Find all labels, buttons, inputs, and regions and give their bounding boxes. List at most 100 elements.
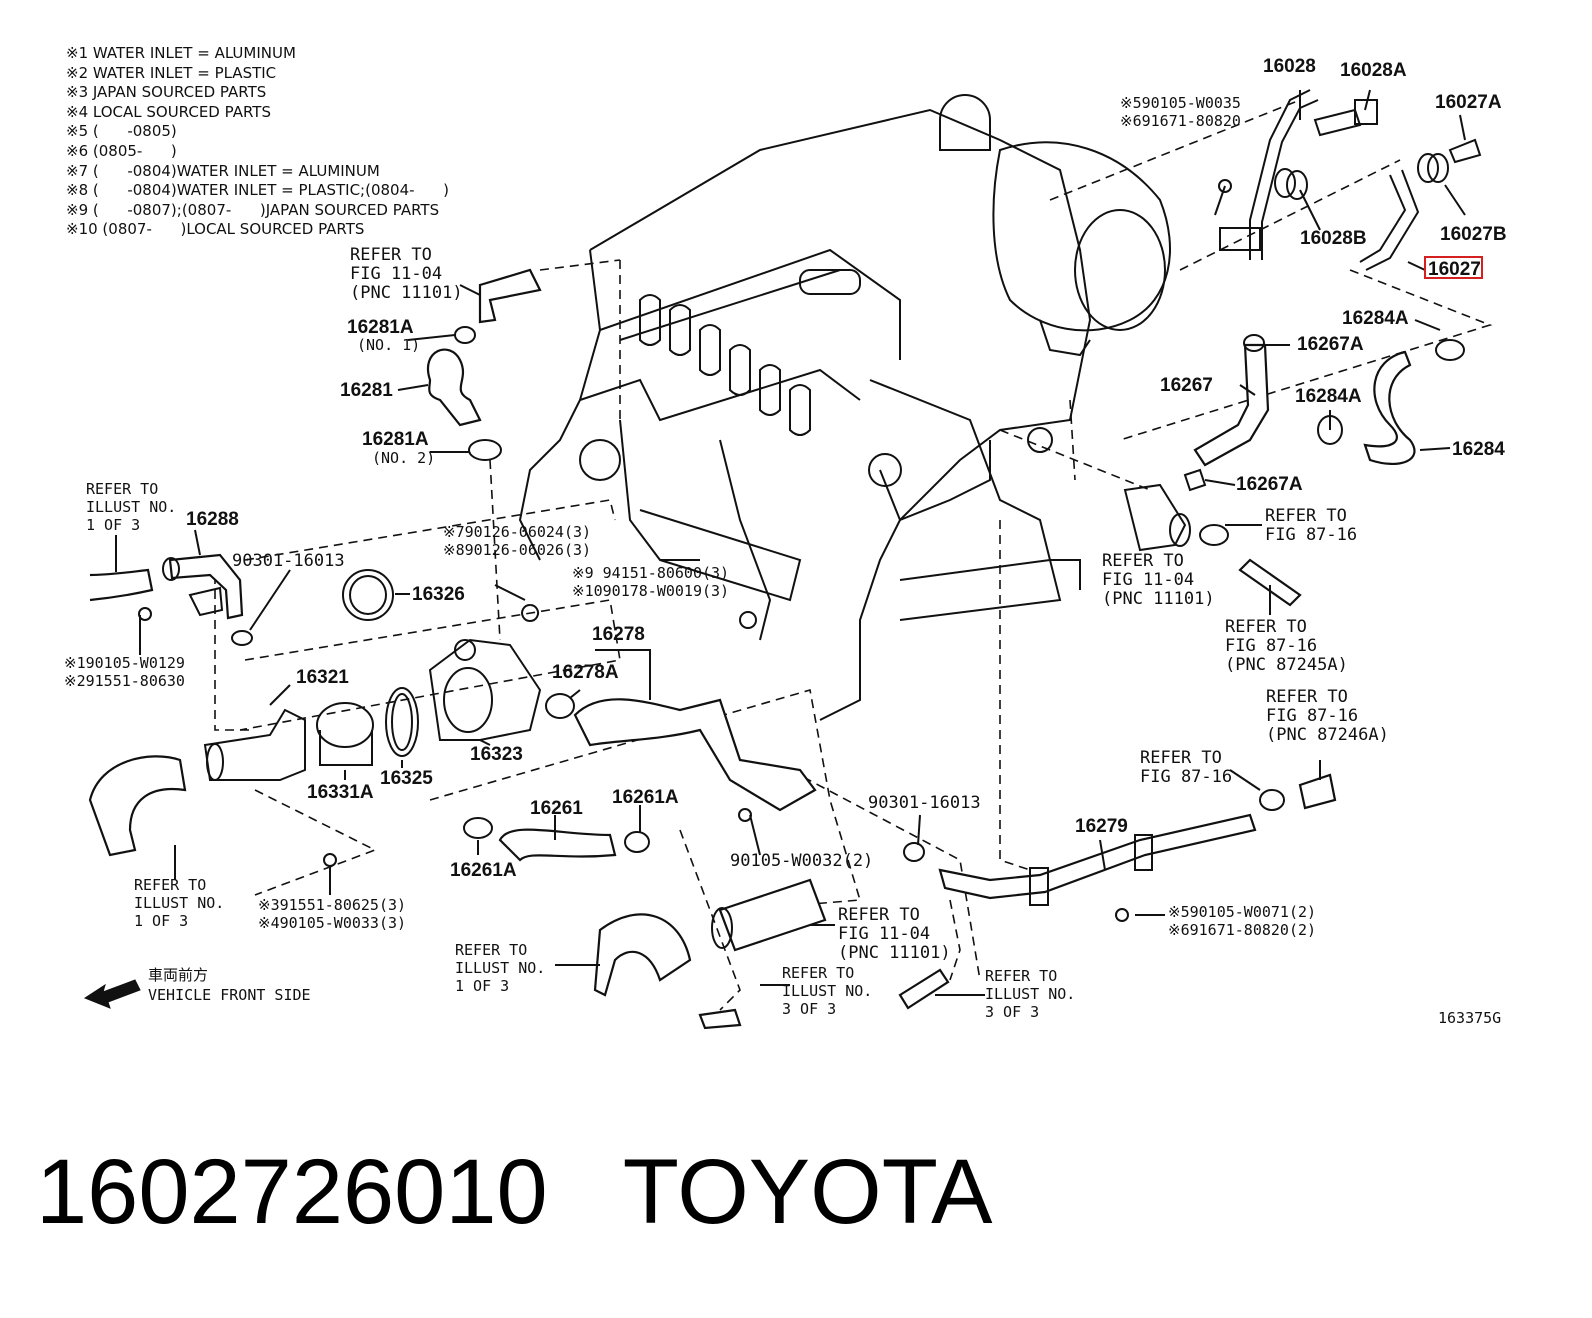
label-16284A: 16284A (1342, 308, 1409, 329)
refer-note: REFER TO (86, 480, 158, 498)
refer-note: FIG 11-04 (350, 264, 442, 284)
ref-code: ※590105-W0035 (1120, 94, 1241, 112)
label-16281: 16281 (340, 380, 393, 401)
refer-note: (PNC 11101) (350, 283, 463, 303)
brand-name: TOYOTA (622, 1141, 993, 1243)
label-16267A: 16267A (1236, 474, 1303, 495)
ref-code: ※490105-W0033(3) (258, 914, 406, 932)
refer-note: (PNC 87245A) (1225, 655, 1348, 675)
legend-line: ※2 WATER INLET = PLASTIC (66, 63, 277, 82)
label-16281A: 16281A (362, 429, 429, 450)
refer-note: (PNC 87246A) (1266, 725, 1389, 745)
label-16027B: 16027B (1440, 224, 1507, 245)
front-label-en: VEHICLE FRONT SIDE (148, 986, 311, 1004)
refer-note: ILLUST NO. (455, 959, 545, 977)
refer-note: 1 OF 3 (455, 977, 509, 995)
label-16261: 16261 (530, 798, 583, 819)
product-caption: 1602726010 TOYOTA (36, 1140, 992, 1245)
refer-note: REFER TO (1265, 506, 1347, 526)
label-16278: 16278 (592, 624, 645, 645)
ref-code: ※1090178-W0019(3) (572, 582, 729, 600)
label-16261A: 16261A (450, 860, 517, 881)
refer-note: REFER TO (1102, 551, 1184, 571)
refer-note: REFER TO (350, 245, 432, 265)
part-labels: 16028 16028A 16027A 16027B 16028B 16027 … (186, 56, 1507, 881)
label-16284: 16284 (1452, 439, 1505, 460)
legend-line: ※7 ( -0804)WATER INLET = ALUMINUM (66, 161, 380, 180)
refer-note: FIG 87-16 (1265, 525, 1357, 545)
refer-note: ILLUST NO. (782, 982, 872, 1000)
refer-note: ILLUST NO. (86, 498, 176, 516)
label-16027A: 16027A (1435, 92, 1502, 113)
label-16267A: 16267A (1297, 334, 1364, 355)
refer-note: REFER TO (782, 964, 854, 982)
ref-code: ※291551-80630 (64, 672, 185, 690)
ref-code: ※9 94151-80600(3) (572, 564, 729, 582)
ref-code: ※691671-80820(2) (1168, 921, 1316, 939)
ref-code: ※391551-80625(3) (258, 896, 406, 914)
refer-note: FIG 87-16 (1140, 767, 1232, 787)
legend-line: ※5 ( -0805) (66, 122, 177, 141)
label-16028: 16028 (1263, 56, 1316, 77)
refer-note: REFER TO (1266, 687, 1348, 707)
legend-line: ※1 WATER INLET = ALUMINUM (66, 44, 296, 62)
refer-note: ILLUST NO. (985, 985, 1075, 1003)
label-16027: 16027 (1428, 259, 1481, 280)
ref-code: ※590105-W0071(2) (1168, 903, 1316, 921)
refer-note: 1 OF 3 (134, 912, 188, 930)
refer-note: FIG 87-16 (1266, 706, 1358, 726)
legend-line: ※4 LOCAL SOURCED PARTS (66, 102, 271, 121)
label-no2: (NO. 2) (372, 449, 435, 467)
legend-line: ※6 (0805- ) (66, 141, 177, 160)
engine-block-drawing (518, 108, 1092, 721)
parts-drawings (83, 89, 1482, 1030)
label-16281A: 16281A (347, 317, 414, 338)
refer-note: REFER TO (455, 941, 527, 959)
ref-code: ※790126-06024(3) (443, 523, 591, 541)
label-16028B: 16028B (1300, 228, 1367, 249)
refer-note: FIG 87-16 (1225, 636, 1317, 656)
refer-note: 3 OF 3 (985, 1003, 1039, 1021)
label-16325: 16325 (380, 768, 433, 789)
label-no1: (NO. 1) (357, 336, 420, 354)
refer-note: FIG 11-04 (838, 924, 930, 944)
label-16331A: 16331A (307, 782, 374, 803)
label-16267: 16267 (1160, 375, 1213, 396)
turbocharger-drawing (939, 94, 1171, 357)
part-number: 1602726010 (36, 1141, 548, 1243)
highlight-box (1424, 256, 1483, 279)
legend-notes: ※1 WATER INLET = ALUMINUM ※2 WATER INLET… (66, 44, 449, 240)
legend-line: ※8 ( -0804)WATER INLET = PLASTIC;(0804- … (66, 181, 450, 200)
dashed-connections (214, 99, 1493, 1011)
refer-note: REFER TO (838, 905, 920, 925)
reference-codes: ※590105-W0035 ※691671-80820 ※790126-0602… (64, 94, 1316, 939)
label-16323: 16323 (470, 744, 523, 765)
label-16288: 16288 (186, 509, 239, 530)
refer-note: (PNC 11101) (1102, 589, 1215, 609)
refer-note: 3 OF 3 (782, 1000, 836, 1018)
label-16278A: 16278A (552, 662, 619, 683)
refer-note: REFER TO (1225, 617, 1307, 637)
label-16284A: 16284A (1295, 386, 1362, 407)
label-90105-W0032: 90105-W0032(2) (730, 851, 873, 871)
leader-lines (115, 89, 1466, 996)
refer-note: FIG 11-04 (1102, 570, 1194, 590)
refer-note: 1 OF 3 (86, 516, 140, 534)
legend-line: ※3 JAPAN SOURCED PARTS (66, 83, 267, 102)
label-90301-16013: 90301-16013 (232, 551, 345, 571)
label-16321: 16321 (296, 667, 349, 688)
refer-note: REFER TO (1140, 748, 1222, 768)
refer-note: REFER TO (985, 967, 1057, 985)
label-16261A: 16261A (612, 787, 679, 808)
ref-code: ※691671-80820 (1120, 112, 1241, 130)
refer-note: REFER TO (134, 876, 206, 894)
refer-note: (PNC 11101) (838, 943, 951, 963)
label-16028A: 16028A (1340, 60, 1407, 81)
ref-code: ※890126-06026(3) (443, 541, 591, 559)
label-16326: 16326 (412, 584, 465, 605)
refer-note: ILLUST NO. (134, 894, 224, 912)
figure-code: 163375G (1438, 1009, 1501, 1027)
ref-code: ※190105-W0129 (64, 654, 185, 672)
legend-line: ※9 ( -0807);(0807- )JAPAN SOURCED PARTS (66, 200, 440, 219)
